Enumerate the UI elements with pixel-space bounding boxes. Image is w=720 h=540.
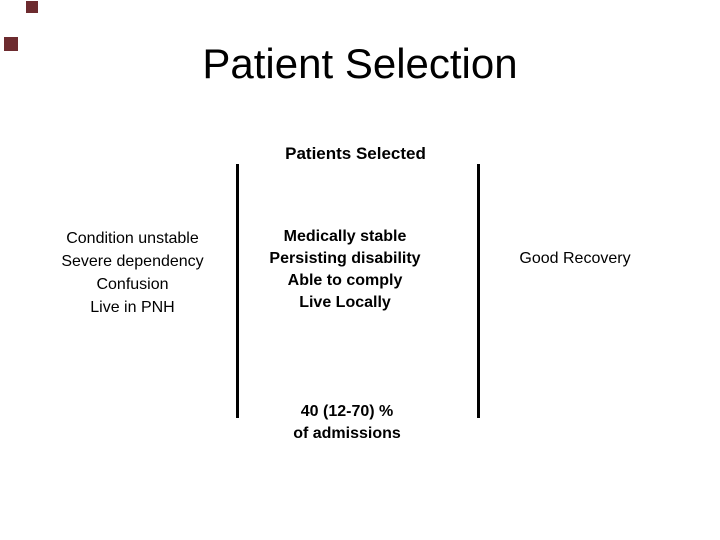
divider-line-left bbox=[236, 164, 239, 418]
admissions-statistic-caption: of admissions bbox=[293, 425, 401, 442]
divider-line-right bbox=[477, 164, 480, 418]
admissions-statistic-value: 40 (12-70) % bbox=[300, 403, 394, 420]
selected-criteria-list: Medically stable Persisting disability A… bbox=[245, 226, 445, 314]
selected-criteria-line: Able to comply bbox=[287, 272, 403, 289]
excluded-criteria-line: Live in PNH bbox=[90, 299, 175, 316]
excluded-criteria-line: Confusion bbox=[96, 276, 169, 293]
slide-title: Patient Selection bbox=[202, 40, 518, 87]
template-corner-square-left bbox=[4, 37, 18, 51]
excluded-criteria-list: Condition unstable Severe dependency Con… bbox=[30, 227, 235, 319]
diagram-header-patients-selected: Patients Selected bbox=[285, 144, 426, 163]
selected-criteria-line: Medically stable bbox=[283, 228, 407, 245]
template-corner-square-top bbox=[26, 1, 38, 13]
selected-criteria-line: Persisting disability bbox=[269, 250, 421, 267]
admissions-statistic: 40 (12-70) % of admissions bbox=[247, 401, 447, 445]
excluded-criteria-line: Severe dependency bbox=[61, 253, 204, 270]
excluded-criteria-line: Condition unstable bbox=[66, 230, 199, 247]
selected-criteria-line: Live Locally bbox=[299, 294, 391, 311]
outcome-label: Good Recovery bbox=[519, 250, 631, 267]
